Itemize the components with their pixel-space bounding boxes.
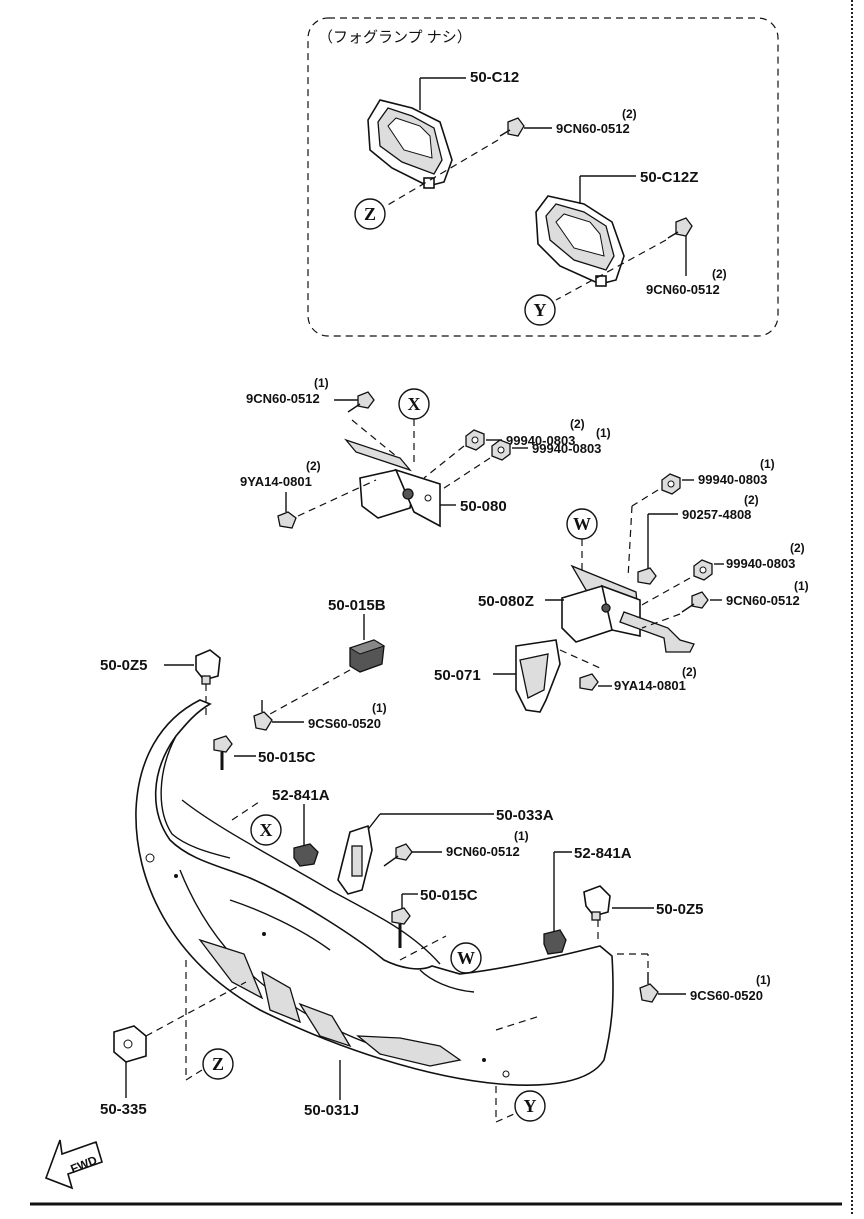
label-50-080z: 50-080Z: [478, 593, 534, 610]
qty-screw-c: (1): [514, 829, 529, 843]
ref-w-1: W: [573, 514, 591, 534]
label-screw-top1: 9CN60-0512: [556, 121, 630, 136]
qty-cs-a: (1): [372, 701, 387, 715]
clip-50-0z5-right[interactable]: [583, 885, 611, 921]
qty-bolt-a: (2): [306, 459, 321, 473]
label-50-0z5-right: 50-0Z5: [656, 901, 704, 918]
qty-screw-top2: (2): [712, 267, 727, 281]
ref-z-2: Z: [212, 1054, 224, 1074]
qty-nut-b: (1): [596, 426, 611, 440]
label-nut-a: 99940-0803: [506, 433, 575, 448]
ref-x-2: X: [260, 820, 273, 840]
bolt-icon[interactable]: [213, 735, 233, 770]
fwd-arrow-icon: FWD: [44, 1139, 103, 1190]
screw-icon[interactable]: [253, 700, 273, 731]
label-cs-a: 9CS60-0520: [308, 716, 381, 731]
bumper-50-031j[interactable]: [135, 699, 614, 1086]
label-50-015b: 50-015B: [328, 597, 386, 614]
ref-circle-w: [450, 942, 482, 974]
bracket-50-033a[interactable]: [337, 824, 373, 895]
ref-z-1: Z: [364, 204, 376, 224]
label-50-080: 50-080: [460, 498, 507, 515]
label-50-0z5-left: 50-0Z5: [100, 657, 148, 674]
bolt-icon[interactable]: [277, 511, 297, 529]
ref-w-2: W: [457, 948, 475, 968]
screw-icon[interactable]: [383, 843, 413, 867]
clip-52-841a-right[interactable]: [543, 929, 567, 955]
label-50-015c-left: 50-015C: [258, 749, 316, 766]
screw-icon[interactable]: [681, 591, 709, 613]
label-52-841a-left: 52-841A: [272, 787, 330, 804]
qty-cs-b: (1): [756, 973, 771, 987]
bolt-icon[interactable]: [637, 567, 657, 585]
ref-circle-y: [514, 1090, 546, 1122]
screw-icon[interactable]: [347, 391, 375, 413]
block-50-015b[interactable]: [348, 639, 386, 673]
label-screw-top2: 9CN60-0512: [646, 282, 720, 297]
qty-screw-top1: (2): [622, 107, 637, 121]
screw-icon[interactable]: [667, 217, 693, 239]
label-screw-c: 9CN60-0512: [446, 844, 520, 859]
label-screw-b: 9CN60-0512: [726, 593, 800, 608]
nut-50-335[interactable]: [113, 1025, 147, 1063]
bolt-icon[interactable]: [391, 907, 411, 948]
ref-circle-z: [202, 1048, 234, 1080]
qty-screw-a: (1): [314, 376, 329, 390]
qty-bolt-b: (2): [744, 493, 759, 507]
nut-icon[interactable]: [465, 429, 485, 451]
label-50-335: 50-335: [100, 1101, 147, 1118]
label-nut-d: 99940-0803: [726, 556, 795, 571]
ref-circle-y: [524, 294, 556, 326]
fog-lamp-inset-box: [307, 17, 779, 337]
label-50-071: 50-071: [434, 667, 481, 684]
ref-y-2: Y: [524, 1096, 537, 1116]
qty-nut-d: (2): [790, 541, 805, 555]
nut-icon[interactable]: [693, 559, 713, 581]
qty-bolt-c: (2): [682, 665, 697, 679]
ref-circle-x: [250, 814, 282, 846]
label-50-c12z: 50-C12Z: [640, 169, 698, 186]
bolt-icon[interactable]: [579, 673, 599, 691]
nut-icon[interactable]: [661, 473, 681, 495]
label-50-033a: 50-033A: [496, 807, 554, 824]
ref-circle-z: [354, 198, 386, 230]
label-bolt-c: 9YA14-0801: [614, 678, 686, 693]
label-50-015c-center: 50-015C: [420, 887, 478, 904]
fog-cover-left[interactable]: [367, 99, 453, 189]
stay-50-071[interactable]: [515, 639, 561, 713]
screw-icon[interactable]: [639, 972, 659, 1003]
bracket-50-080[interactable]: [344, 438, 441, 528]
screw-icon[interactable]: [499, 117, 525, 137]
bracket-50-080z[interactable]: [561, 564, 695, 653]
label-nut-c: 99940-0803: [698, 472, 767, 487]
label-nut-b: 99940-0803: [532, 441, 601, 456]
qty-nut-a: (2): [570, 417, 585, 431]
label-50-031j: 50-031J: [304, 1102, 359, 1119]
label-50-c12: 50-C12: [470, 69, 519, 86]
fog-cover-right[interactable]: [535, 195, 625, 287]
label-screw-a: 9CN60-0512: [246, 391, 320, 406]
label-52-841a-right: 52-841A: [574, 845, 632, 862]
clip-50-0z5-left[interactable]: [195, 649, 221, 685]
qty-screw-b: (1): [794, 579, 809, 593]
ref-y-1: Y: [534, 300, 547, 320]
label-bolt-a: 9YA14-0801: [240, 474, 312, 489]
label-bolt-b: 90257-4808: [682, 507, 751, 522]
qty-nut-c: (1): [760, 457, 775, 471]
clip-52-841a-left[interactable]: [293, 843, 319, 867]
inset-title: （フォグランプ ナシ）: [318, 29, 472, 46]
ref-x-1: X: [408, 394, 421, 414]
nut-icon[interactable]: [491, 439, 511, 461]
label-cs-b: 9CS60-0520: [690, 988, 763, 1003]
